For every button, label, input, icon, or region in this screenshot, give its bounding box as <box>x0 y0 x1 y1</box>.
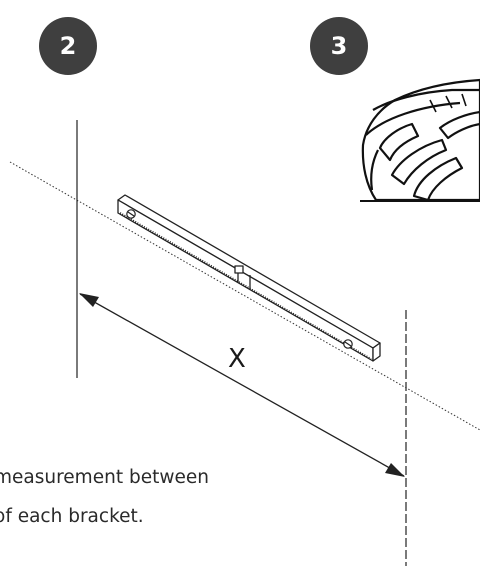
step-2-number: 2 <box>59 32 77 60</box>
bracket-level <box>117 194 381 362</box>
step-2-badge: 2 <box>39 17 97 75</box>
caption-line-1: measurement between <box>0 467 209 488</box>
arrowhead-right <box>385 463 405 477</box>
dimension-line <box>79 293 405 477</box>
drill-chuck-illustration <box>360 78 480 202</box>
dimension-label: X <box>228 344 246 374</box>
step-3-number: 3 <box>330 32 348 60</box>
screw-hole-left <box>126 209 136 219</box>
screw-hole-right <box>343 339 353 349</box>
caption-line-2: of each bracket. <box>0 506 144 527</box>
arrowhead-left <box>79 293 99 307</box>
step-3-badge: 3 <box>310 17 368 75</box>
dotted-reference-line <box>9 161 480 431</box>
